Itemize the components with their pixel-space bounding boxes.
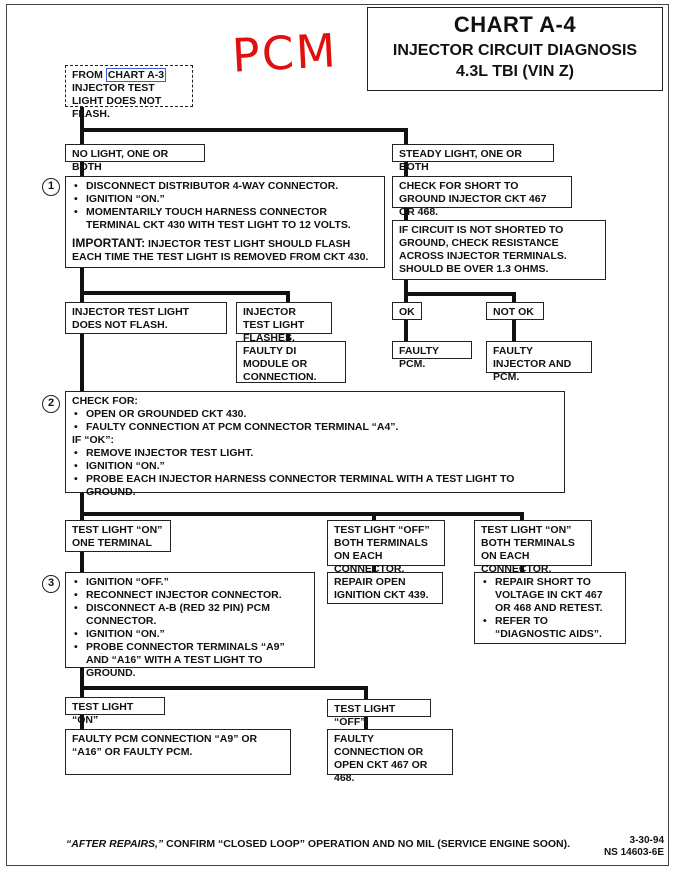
no-flash-box: INJECTOR TEST LIGHT DOES NOT FLASH. (65, 302, 227, 334)
step-2-marker: 2 (42, 395, 60, 413)
important-label: IMPORTANT: (72, 236, 146, 250)
step-3-item: RECONNECT INJECTOR CONNECTOR. (72, 589, 308, 602)
step-2-item: REMOVE INJECTOR TEST LIGHT. (72, 447, 558, 460)
document-number: NS 14603-6E (603, 847, 664, 858)
title-line-2: 4.3L TBI (VIN Z) (456, 63, 574, 80)
check-for-label: CHECK FOR: (72, 395, 138, 407)
repair-short-item: REFER TO “DIAGNOSTIC AIDS”. (481, 615, 619, 641)
branch-no-light: NO LIGHT, ONE OR BOTH (65, 144, 205, 173)
connector (404, 160, 408, 178)
connector (520, 512, 524, 522)
document-date: 3-30-94 (629, 835, 664, 846)
step-1-item: IGNITION “ON.” (72, 193, 378, 206)
important-text: INJECTOR TEST LIGHT SHOULD FLASH EACH TI… (72, 238, 369, 263)
step-3-item: PROBE CONNECTOR TERMINALS “A9” AND “A16”… (72, 641, 308, 680)
connector (364, 716, 368, 730)
on-both-box: TEST LIGHT “ON” BOTH TERMINALS ON EACH C… (474, 520, 592, 575)
connector (404, 292, 408, 302)
branch-steady-light: STEADY LIGHT, ONE OR BOTH (392, 144, 554, 173)
connector (404, 318, 408, 342)
connector (80, 686, 368, 690)
connector (364, 686, 368, 700)
step-1-item: MOMENTARILY TOUCH HARNESS CONNECTOR TERM… (72, 206, 378, 232)
connector (80, 512, 524, 516)
repair-open-box: REPAIR OPEN IGNITION CKT 439. (327, 572, 443, 604)
faulty-injector-box: FAULTY INJECTOR AND PCM. (486, 341, 592, 383)
page-frame (6, 4, 669, 866)
connector (404, 292, 516, 296)
step-2-box: CHECK FOR: OPEN OR GROUNDED CKT 430. FAU… (65, 391, 565, 498)
step-3-item: IGNITION “ON.” (72, 628, 308, 641)
connector (80, 714, 84, 730)
start-text: INJECTOR TEST LIGHT DOES NOT FLASH. (72, 82, 162, 120)
if-ok-label: IF “OK”: (72, 434, 114, 446)
repair-short-box: REPAIR SHORT TO VOLTAGE IN CKT 467 OR 46… (474, 572, 626, 644)
connector (372, 564, 376, 574)
faulty-di-box: FAULTY DI MODULE OR CONNECTION. (236, 341, 346, 383)
start-box: FROM CHART A-3 INJECTOR TEST LIGHT DOES … (65, 65, 193, 120)
footer-note: “AFTER REPAIRS,” CONFIRM “CLOSED LOOP” O… (66, 838, 570, 850)
title-box: CHART A-4 INJECTOR CIRCUIT DIAGNOSIS 4.3… (367, 7, 663, 91)
connector (286, 291, 290, 303)
connector (512, 292, 516, 302)
step-3-marker: 3 (42, 575, 60, 593)
connector (372, 512, 376, 522)
step-2-item: IGNITION “ON.” (72, 460, 558, 473)
start-from: FROM (72, 69, 103, 81)
connector (80, 492, 84, 516)
ok-box: OK (392, 302, 422, 320)
step-1-marker: 1 (42, 178, 60, 196)
connector (80, 106, 84, 130)
connector (80, 551, 84, 573)
connector (80, 291, 290, 295)
faulty-connection-box: FAULTY CONNECTION OR OPEN CKT 467 OR 468… (327, 729, 453, 784)
title-line-1: INJECTOR CIRCUIT DIAGNOSIS (392, 42, 638, 59)
on-one-terminal-box: TEST LIGHT “ON” ONE TERMINAL (65, 520, 171, 552)
connector (404, 128, 408, 145)
connector (80, 128, 84, 145)
step-1-item: DISCONNECT DISTRIBUTOR 4-WAY CONNECTOR. (72, 180, 378, 193)
connector (80, 160, 84, 178)
chart-title: CHART A-4 (453, 12, 577, 37)
step-2-item: FAULTY CONNECTION AT PCM CONNECTOR TERMI… (72, 421, 558, 434)
not-ok-box: NOT OK (486, 302, 544, 320)
document-code: 3-30-94 NS 14603-6E (604, 835, 664, 859)
step-3-item: IGNITION “OFF.” (72, 576, 308, 589)
connector (404, 278, 408, 296)
check-short-box: CHECK FOR SHORT TO GROUND INJECTOR CKT 4… (392, 176, 572, 218)
chart-a3-link[interactable]: CHART A-3 (105, 68, 167, 82)
handwritten-pcm: PCM (230, 23, 339, 83)
connector (512, 318, 516, 342)
connector (286, 332, 290, 342)
repair-short-item: REPAIR SHORT TO VOLTAGE IN CKT 467 OR 46… (481, 576, 619, 615)
step-2-item: OPEN OR GROUNDED CKT 430. (72, 408, 558, 421)
off-both-box: TEST LIGHT “OFF” BOTH TERMINALS ON EACH … (327, 520, 445, 575)
final-on-box: TEST LIGHT “ON” (65, 697, 165, 726)
connector (80, 512, 84, 522)
connector (80, 332, 84, 392)
step-2-item: PROBE EACH INJECTOR HARNESS CONNECTOR TE… (72, 473, 558, 499)
footer-text: CONFIRM “CLOSED LOOP” OPERATION AND NO M… (163, 838, 571, 850)
resistance-box: IF CIRCUIT IS NOT SHORTED TO GROUND, CHE… (392, 220, 606, 280)
final-off-box: TEST LIGHT “OFF” (327, 699, 431, 728)
connector (520, 564, 524, 574)
faulty-pcm-box: FAULTY PCM. (392, 341, 472, 370)
flashes-box: INJECTOR TEST LIGHT FLASHES. (236, 302, 332, 344)
step-3-box: IGNITION “OFF.” RECONNECT INJECTOR CONNE… (65, 572, 315, 679)
faulty-pcm-connection-box: FAULTY PCM CONNECTION “A9” OR “A16” OR F… (65, 729, 291, 775)
connector (404, 206, 408, 222)
connector (80, 128, 408, 132)
step-3-item: DISCONNECT A-B (RED 32 PIN) PCM CONNECTO… (72, 602, 308, 628)
footer-after-repairs: “AFTER REPAIRS,” (66, 838, 164, 850)
step-1-box: DISCONNECT DISTRIBUTOR 4-WAY CONNECTOR. … (65, 176, 385, 268)
connector (80, 686, 84, 698)
connector (80, 291, 84, 303)
connector (80, 267, 84, 295)
